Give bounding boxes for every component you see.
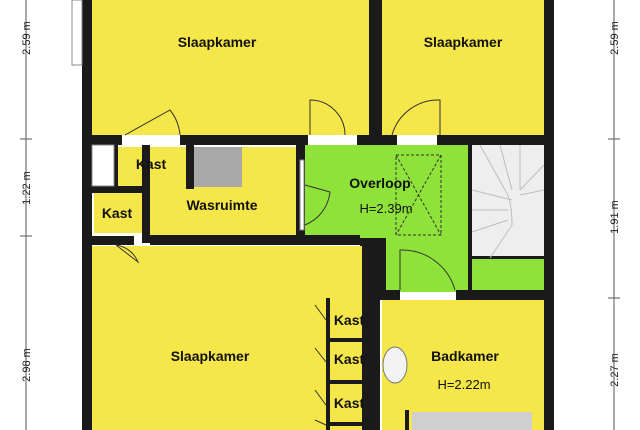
- room-label-slaapkamer-top-right: Slaapkamer: [424, 34, 503, 50]
- stair-lines: [471, 144, 545, 259]
- toilet-icon: [382, 346, 408, 384]
- dimension-right-bottom: 2.27 m: [609, 353, 621, 387]
- room-height-badkamer: H=2.22m: [437, 377, 490, 392]
- bath-tub: [412, 412, 532, 430]
- walls: [82, 0, 554, 430]
- kast-2-area: [94, 193, 142, 233]
- overloop-area: [305, 145, 472, 238]
- dimension-left-bottom: 2.98 m: [21, 348, 33, 382]
- room-label-wasruimte: Wasruimte: [186, 197, 257, 213]
- room-label-kast-4: Kast: [334, 351, 365, 367]
- kast-4-area: [330, 342, 368, 380]
- dimension-left-mid: 1.22 m: [21, 171, 33, 205]
- room-label-slaapkamer-top-left: Slaapkamer: [178, 34, 257, 50]
- slaapkamer-bottom-area: [92, 246, 362, 430]
- dimension-left-top: 2.59 m: [21, 21, 33, 55]
- closet-grey-block: [194, 147, 242, 187]
- room-label-kast-2: Kast: [102, 205, 133, 221]
- slaapkamer-top-left-area: [92, 0, 369, 135]
- room-label-kast-1: Kast: [136, 156, 167, 172]
- room-label-badkamer: Badkamer: [431, 348, 499, 364]
- windows: [71, 0, 305, 231]
- dimension-right-top: 2.59 m: [609, 21, 621, 55]
- room-fills: [92, 0, 546, 430]
- kast-3-area: [330, 300, 368, 338]
- stairwell-outline: [395, 154, 442, 236]
- doors: [115, 99, 456, 426]
- room-label-kast-3: Kast: [334, 312, 365, 328]
- room-label-slaapkamer-bottom: Slaapkamer: [171, 348, 250, 364]
- stairs-area: [472, 145, 544, 258]
- badkamer-area: [382, 300, 544, 430]
- room-label-overloop: Overloop: [349, 175, 410, 191]
- room-label-kast-5: Kast: [334, 395, 365, 411]
- dimension-right-mid: 1.91 m: [609, 200, 621, 234]
- slaapkamer-top-right-area: [382, 0, 546, 135]
- dimension-lines: [20, 0, 620, 430]
- kast-5-area: [330, 385, 368, 423]
- room-height-overloop: H=2.39m: [359, 201, 412, 216]
